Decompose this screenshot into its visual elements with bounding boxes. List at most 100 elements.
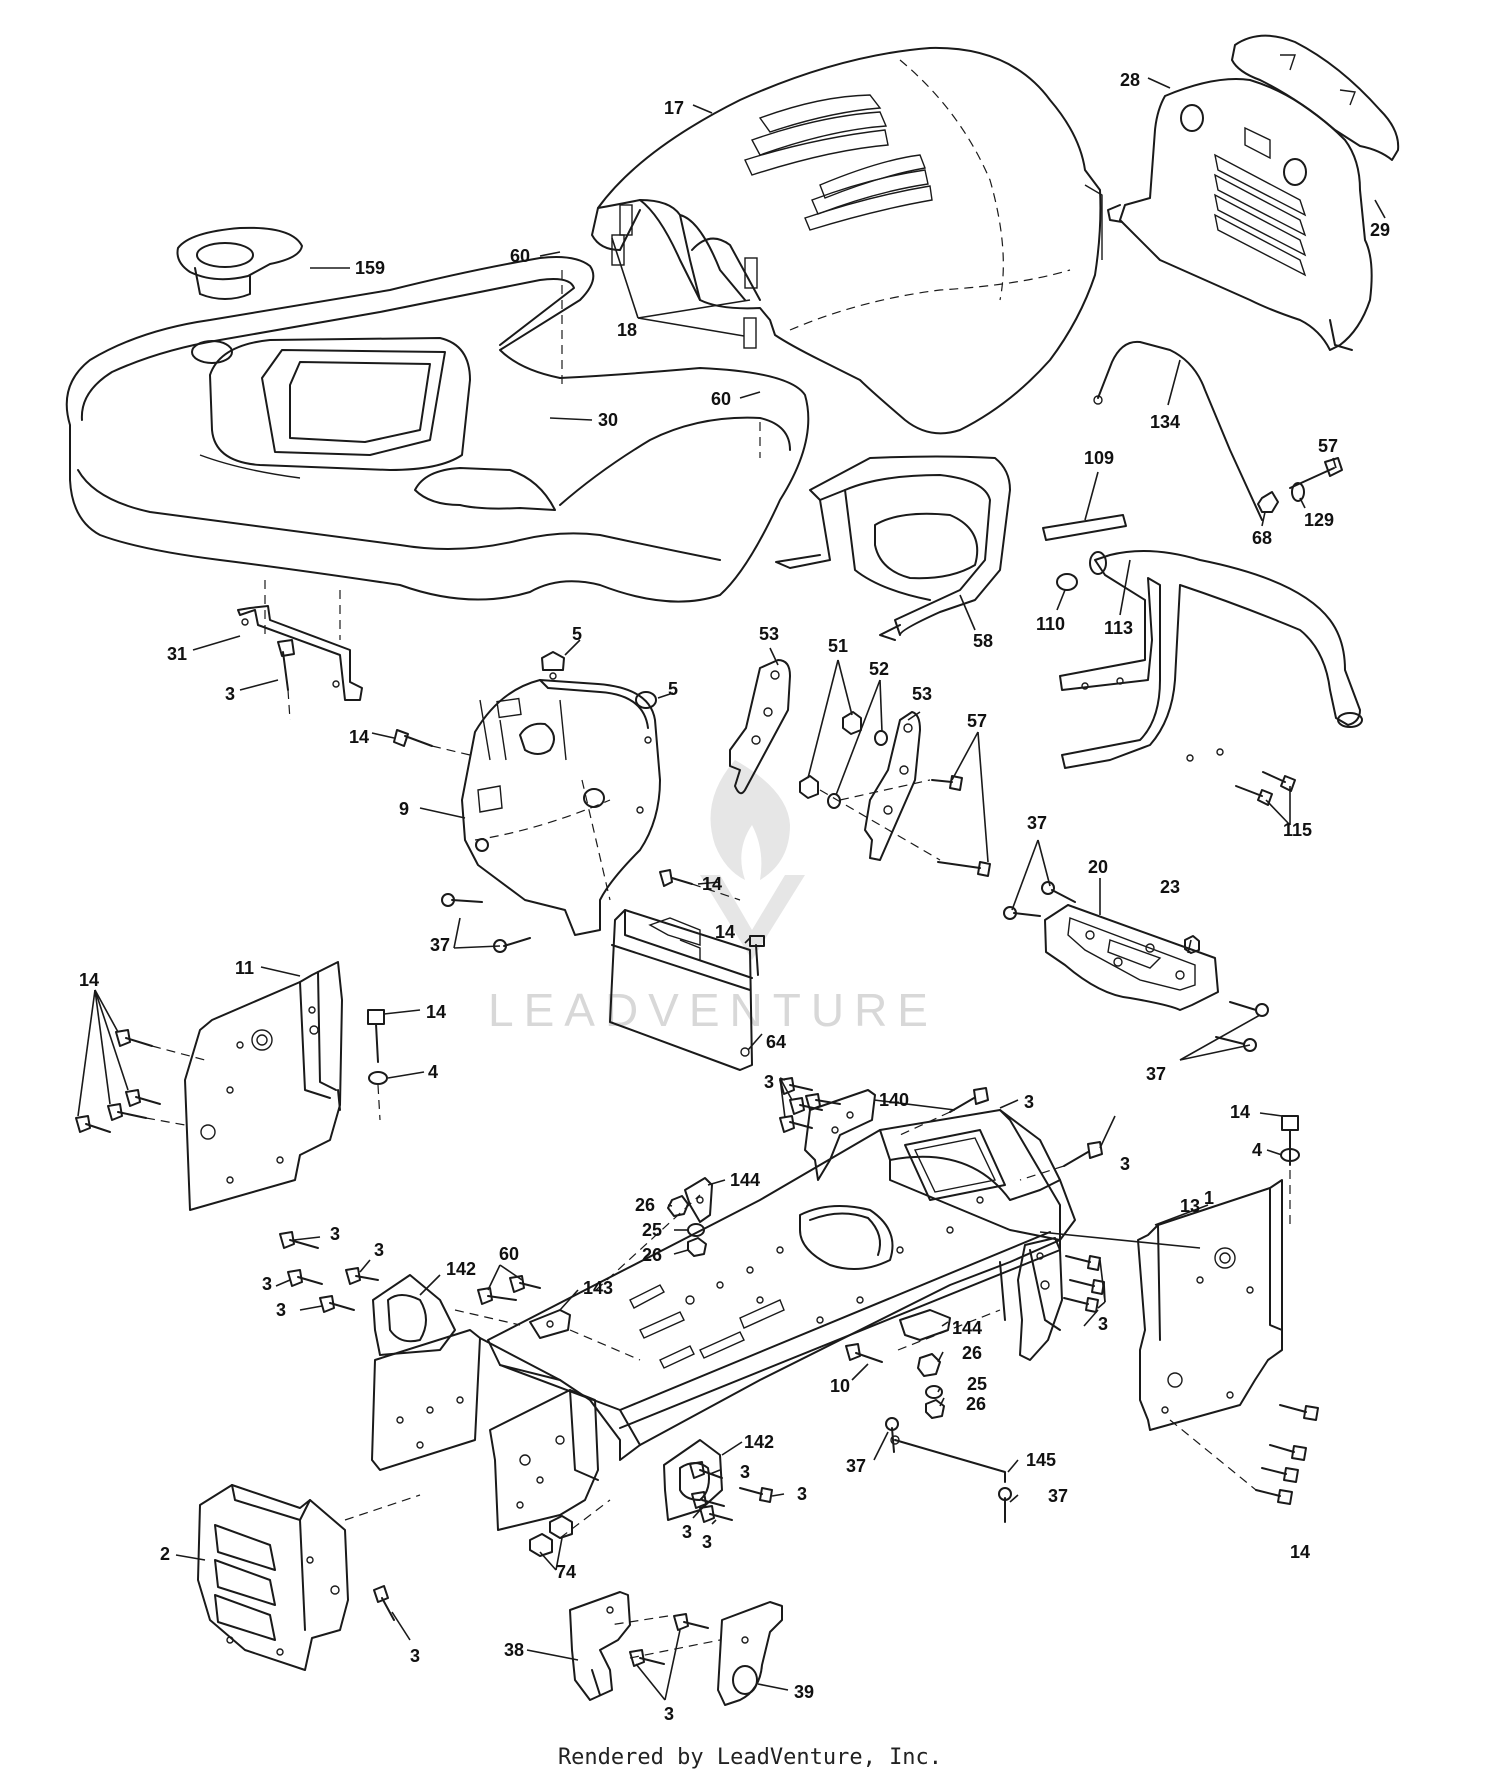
part-bolt-14f: [1281, 1115, 1299, 1166]
callout-140: 140: [879, 1090, 909, 1110]
part-cup-holder: [176, 226, 303, 300]
callout-14: 14: [349, 727, 369, 747]
part-side-bracket-53a: [729, 659, 791, 795]
callout-3: 3: [740, 1462, 750, 1482]
callout-64: 64: [766, 1032, 786, 1052]
callout-60: 60: [510, 246, 530, 266]
callout-18: 18: [617, 320, 637, 340]
callout-52: 52: [869, 659, 889, 679]
part-side-bracket-140b: [1017, 1237, 1063, 1361]
part-bracket-31: [237, 580, 363, 701]
part-nut-68: [1257, 491, 1279, 513]
part-washer-129: [1291, 482, 1305, 502]
callout-28: 28: [1120, 70, 1140, 90]
callout-53: 53: [912, 684, 932, 704]
callout-3: 3: [276, 1300, 286, 1320]
callout-3: 3: [1098, 1314, 1108, 1334]
part-nut-26b: [687, 1237, 707, 1257]
watermark-v-icon: [700, 875, 805, 960]
callout-31: 31: [167, 644, 187, 664]
part-bolt-3d: [1019, 1141, 1103, 1181]
callout-113: 113: [1104, 618, 1133, 638]
watermark: LEADVENTURE: [488, 760, 938, 1036]
part-grille-top: [1231, 34, 1400, 161]
callout-26: 26: [966, 1394, 986, 1414]
part-bolt-14a: [393, 729, 433, 747]
callout-37: 37: [1048, 1486, 1068, 1506]
part-bolts-3-front: [779, 1077, 841, 1133]
part-bracket-64: [609, 909, 753, 1071]
callout-14: 14: [702, 874, 722, 894]
part-rear-panel-2: [197, 1484, 421, 1671]
part-heat-shield: [775, 455, 1011, 641]
part-rear-plate-left: [371, 1329, 561, 1471]
callout-145: 145: [1026, 1450, 1056, 1470]
part-screws-37a: [441, 893, 531, 953]
callout-10: 10: [830, 1376, 850, 1396]
part-rod: [1093, 340, 1263, 521]
callout-3: 3: [410, 1646, 420, 1666]
callout-37: 37: [1146, 1064, 1166, 1084]
part-side-panel-11: [184, 961, 343, 1211]
callout-3: 3: [262, 1274, 272, 1294]
callout-74: 74: [556, 1562, 576, 1582]
callout-37: 37: [430, 935, 450, 955]
callout-3: 3: [1120, 1154, 1130, 1174]
part-screws-37c: [1215, 1001, 1269, 1052]
callout-25: 25: [967, 1374, 987, 1394]
callout-115: 115: [1283, 820, 1312, 840]
callout-3: 3: [702, 1532, 712, 1552]
callout-60: 60: [499, 1244, 519, 1264]
part-bolts-57b: [819, 775, 991, 877]
part-bolts-14g: [1169, 1404, 1319, 1505]
watermark-text: LEADVENTURE: [488, 984, 938, 1036]
callout-14: 14: [1230, 1102, 1250, 1122]
part-bolt-3a: [277, 639, 295, 721]
part-nut-26d: [925, 1399, 945, 1419]
part-bolts-3-rear: [689, 1461, 773, 1523]
part-bolt-14c: [749, 935, 765, 976]
callout-2: 2: [160, 1544, 170, 1564]
part-bolts-3o: [629, 1613, 709, 1667]
callout-3: 3: [1024, 1092, 1034, 1112]
callout-3: 3: [225, 684, 235, 704]
part-bar-109: [1042, 514, 1127, 541]
callout-14: 14: [1290, 1542, 1310, 1562]
callout-3: 3: [797, 1484, 807, 1504]
callout-142: 142: [446, 1259, 476, 1279]
callout-11: 11: [235, 958, 254, 978]
callout-57: 57: [967, 711, 987, 731]
part-bolt-10: [845, 1343, 883, 1363]
part-main-frame: [487, 1109, 1076, 1461]
part-cap-110: [1056, 573, 1078, 591]
callout-109: 109: [1084, 448, 1114, 468]
part-bolts-115: [1235, 771, 1296, 806]
part-bolts-60c: [477, 1275, 541, 1305]
callout-26: 26: [642, 1245, 662, 1265]
callout-26: 26: [635, 1195, 655, 1215]
part-bracket-143: [529, 1309, 571, 1339]
callout-53: 53: [759, 624, 779, 644]
callout-68: 68: [1252, 528, 1272, 548]
callout-3: 3: [682, 1522, 692, 1542]
callout-58: 58: [973, 631, 993, 651]
part-bracket-39: [717, 1601, 783, 1706]
callout-38: 38: [504, 1640, 524, 1660]
callout-17: 17: [664, 98, 684, 118]
callout-20: 20: [1088, 857, 1108, 877]
part-fender: [65, 256, 810, 603]
callout-144: 144: [730, 1170, 760, 1190]
part-nuts-74: [529, 1515, 573, 1557]
part-bolt-14e: [367, 1009, 385, 1063]
part-nut-23: [1184, 935, 1200, 954]
callout-23: 23: [1160, 877, 1180, 897]
callout-13: 13: [1180, 1196, 1200, 1216]
callout-5: 5: [668, 679, 678, 699]
callout-3: 3: [664, 1704, 674, 1724]
part-screw-37d: [885, 1417, 899, 1453]
part-dash-panel: [461, 672, 661, 936]
part-bracket-38: [569, 1591, 631, 1701]
callout-144: 144: [952, 1318, 982, 1338]
callout-60: 60: [711, 389, 731, 409]
